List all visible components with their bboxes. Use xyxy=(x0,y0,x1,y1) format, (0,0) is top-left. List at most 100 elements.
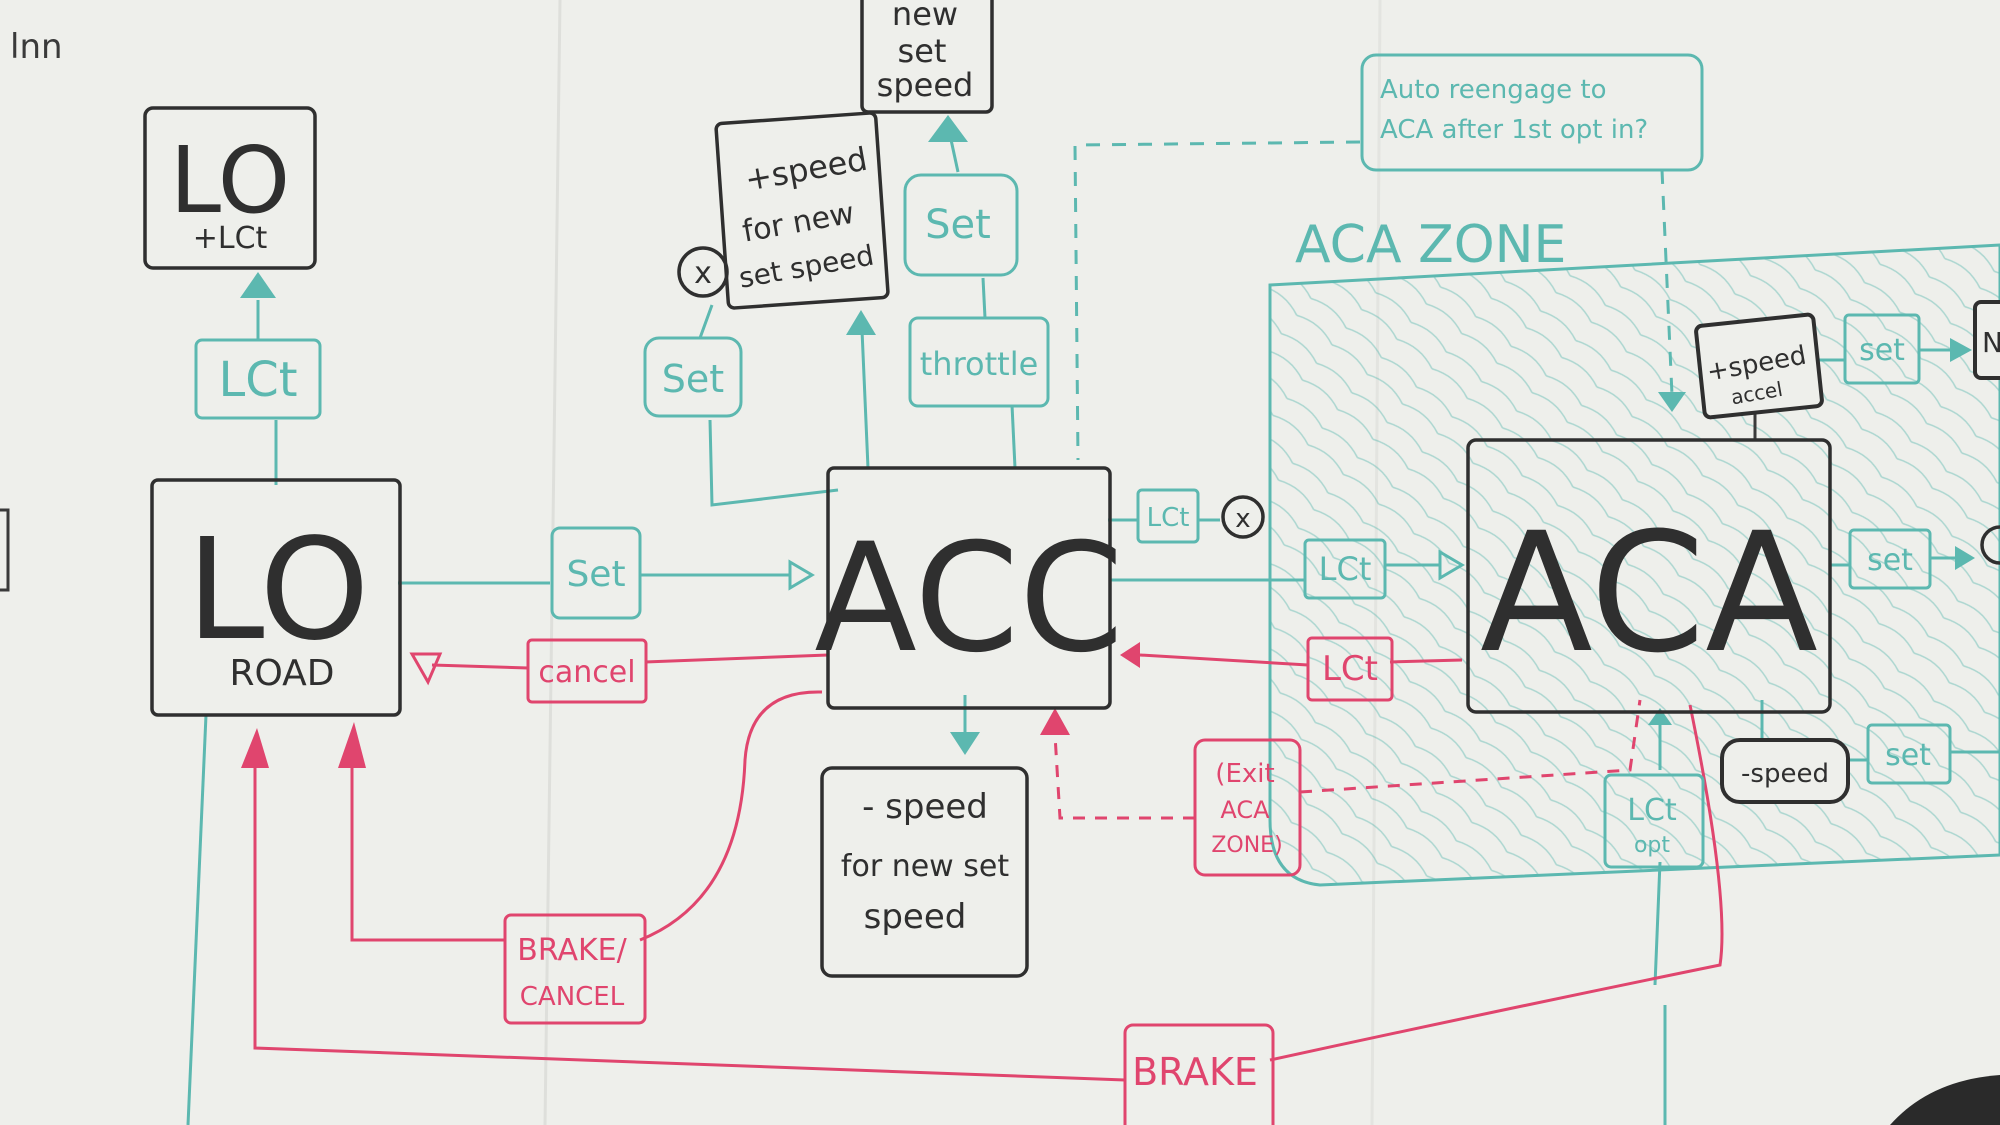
left-edge-box-fragment xyxy=(0,508,10,592)
edge-box-text: N xyxy=(1982,326,2000,359)
arrowhead xyxy=(846,310,876,335)
arrowhead xyxy=(240,272,276,298)
arrowhead xyxy=(1040,708,1070,735)
corner-shadow xyxy=(1890,1075,2000,1125)
transition-brake-bottom-label: BRAKE xyxy=(1132,1050,1258,1094)
minus-speed-new-line1: - speed xyxy=(862,787,988,827)
connector xyxy=(708,419,839,507)
transition-throttle-label: throttle xyxy=(920,345,1039,383)
transition-set-lo-acc[interactable] xyxy=(550,526,642,620)
transition-set-aca-bottom[interactable] xyxy=(1866,723,1952,785)
x-marker xyxy=(677,246,729,298)
connector xyxy=(253,760,1126,1082)
arrowhead xyxy=(928,115,968,142)
dashed-reengage-line xyxy=(1073,140,1361,461)
transition-cancel-label: cancel xyxy=(538,655,635,690)
arrowhead xyxy=(788,559,815,591)
x-marker-fragment xyxy=(1980,525,2000,565)
transition-set-middle-label: Set xyxy=(925,202,991,248)
transition-lct-up[interactable] xyxy=(194,338,322,420)
transition-brake-cancel[interactable] xyxy=(503,913,647,1025)
connector xyxy=(981,277,987,319)
plus-speed-new-line1: +speed xyxy=(742,140,870,199)
x-marker-label: x xyxy=(694,256,712,291)
new-set-speed-line3: speed xyxy=(877,66,974,104)
transition-brake-bottom[interactable] xyxy=(1123,1023,1275,1125)
edge-box-fragment xyxy=(1973,300,2000,380)
connector xyxy=(644,653,829,664)
transition-throttle[interactable] xyxy=(908,316,1050,408)
transition-exit-aca-zone[interactable] xyxy=(1193,738,1302,877)
new-set-speed-line2: set xyxy=(898,32,947,70)
arrowhead xyxy=(1658,392,1686,412)
arrowhead xyxy=(950,732,980,755)
transition-set-aca-bottom-label: set xyxy=(1885,738,1931,773)
arrowhead xyxy=(1120,642,1140,668)
transition-set-aca-top-label: set xyxy=(1859,333,1905,368)
arrowhead xyxy=(409,652,443,686)
arrowhead xyxy=(338,722,366,768)
arrowhead xyxy=(1950,338,1972,362)
transition-exit-aca-line3: ZONE) xyxy=(1211,833,1282,858)
state-plus-speed-new[interactable] xyxy=(714,111,890,310)
dashed-reengage-arrow xyxy=(1660,169,1674,396)
auto-reengage-text-2: ACA after 1st opt in? xyxy=(1380,115,1648,145)
transition-lct-aca-acc-label: LCt xyxy=(1322,649,1378,689)
transition-brake-cancel-line2: CANCEL xyxy=(520,982,625,1012)
state-plus-speed-accel[interactable] xyxy=(1694,312,1824,420)
connector xyxy=(698,304,714,339)
transition-lct-acc-small-label: LCt xyxy=(1147,503,1190,533)
state-lo-road[interactable] xyxy=(150,478,402,717)
x-marker xyxy=(1221,495,1265,539)
transition-set-left[interactable] xyxy=(643,336,743,418)
connector xyxy=(186,714,208,1125)
scribble-text: lnn xyxy=(10,27,63,67)
state-lo-lct-title: LO xyxy=(170,127,290,234)
transition-set-aca-mid[interactable] xyxy=(1848,528,1932,590)
transition-lct-opt-line1: LCt xyxy=(1627,793,1677,828)
transition-lct-opt[interactable] xyxy=(1603,773,1705,869)
state-minus-speed-new[interactable] xyxy=(820,766,1029,978)
state-new-set-speed[interactable] xyxy=(860,0,994,114)
transition-lct-aca-acc[interactable] xyxy=(1306,636,1394,702)
transition-lct-acc-aca-label: LCt xyxy=(1319,550,1372,588)
connector xyxy=(639,690,823,942)
auto-reengage-note xyxy=(1360,53,1704,172)
connector xyxy=(1139,653,1309,667)
dashed-exit-line xyxy=(1299,699,1642,794)
minus-speed-new-line2: for new set xyxy=(841,849,1009,884)
transition-set-aca-top[interactable] xyxy=(1843,313,1921,385)
transition-set-lo-acc-label: Set xyxy=(566,554,625,595)
connector xyxy=(1269,704,1724,1062)
aca-zone-label: ACA ZONE xyxy=(1295,215,1566,275)
connector xyxy=(1389,658,1463,664)
transition-exit-aca-line2: ACA xyxy=(1220,796,1270,824)
transition-exit-aca-line1: (Exit xyxy=(1215,759,1274,789)
state-lo-lct[interactable] xyxy=(143,106,317,270)
arrowhead xyxy=(1648,708,1672,725)
state-aca-label: ACA xyxy=(1480,497,1818,689)
transition-lct-acc-aca[interactable] xyxy=(1303,538,1387,600)
transition-set-left-label: Set xyxy=(662,357,724,401)
transition-lct-up-label: LCt xyxy=(218,352,297,408)
connector xyxy=(350,752,505,942)
x-marker-label: x xyxy=(1235,504,1250,534)
minus-speed-new-line3: speed xyxy=(864,897,967,937)
plus-speed-new-line2: for new xyxy=(740,196,857,250)
state-minus-speed[interactable] xyxy=(1720,738,1850,804)
connector xyxy=(1010,404,1017,469)
connector xyxy=(860,329,870,469)
dashed-exit-line xyxy=(1053,734,1195,820)
minus-speed-label: -speed xyxy=(1741,759,1829,789)
transition-cancel[interactable] xyxy=(526,638,648,704)
state-acc[interactable] xyxy=(826,466,1112,710)
transition-set-middle[interactable] xyxy=(903,173,1019,277)
transition-lct-acc-small[interactable] xyxy=(1136,488,1200,544)
state-acc-label: ACC xyxy=(814,512,1123,686)
state-lo-road-subtitle: ROAD xyxy=(229,653,334,694)
state-lo-road-title: LO xyxy=(186,509,369,672)
state-aca[interactable] xyxy=(1466,438,1832,714)
transition-brake-cancel-line1: BRAKE/ xyxy=(517,933,627,968)
